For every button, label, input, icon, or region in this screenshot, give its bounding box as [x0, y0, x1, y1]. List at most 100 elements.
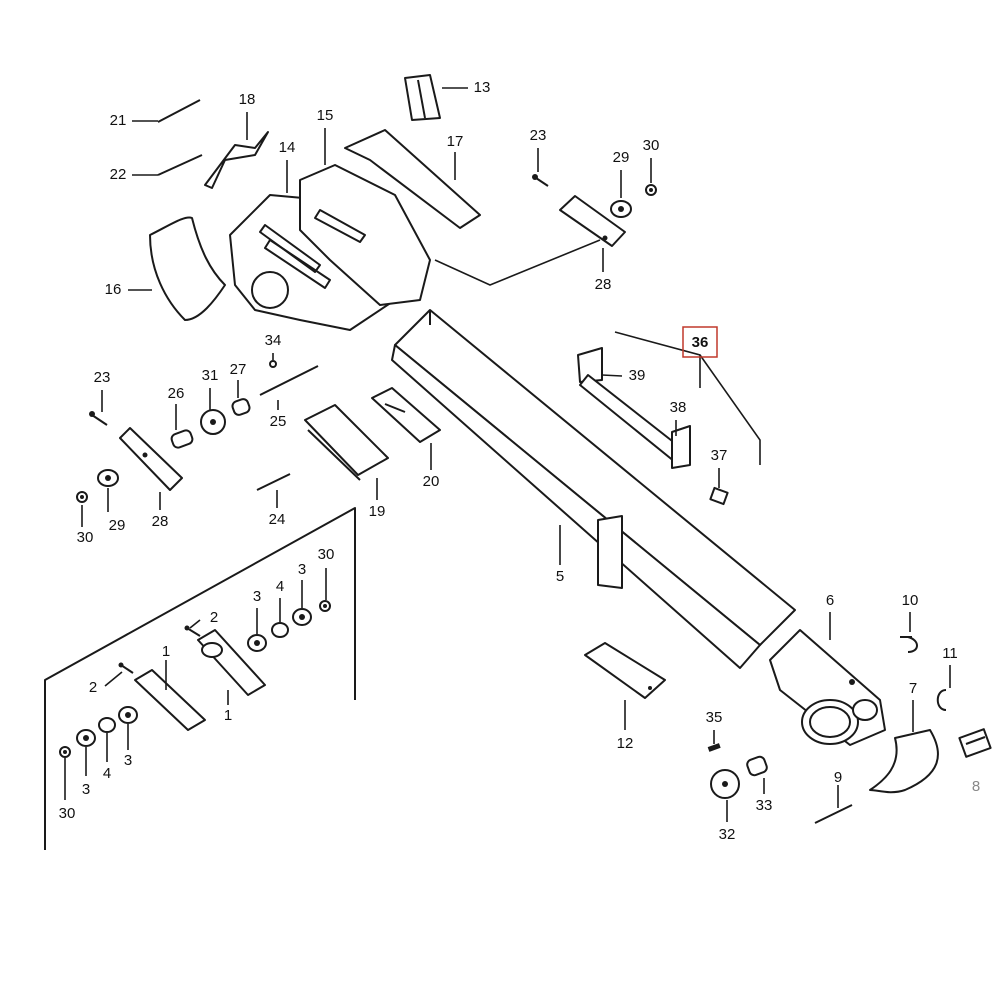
shaft-part-25	[259, 365, 319, 396]
label-28-left: 28	[152, 513, 169, 530]
label-37: 37	[711, 447, 728, 464]
inset-label-3-a: 3	[82, 781, 90, 798]
label-33: 33	[756, 797, 773, 814]
hook-part-10	[900, 636, 918, 653]
label-34: 34	[265, 332, 282, 349]
inset-arm-part-1a	[134, 669, 206, 731]
inset-bolt-part-2b	[184, 625, 201, 637]
slide-block-part-37	[709, 486, 729, 506]
inset-bearing-part-3f	[292, 608, 312, 626]
label-31: 31	[202, 367, 219, 384]
label-5: 5	[556, 568, 564, 585]
label-21: 21	[110, 112, 127, 129]
inset-label-3-d: 3	[298, 561, 306, 578]
label-26: 26	[168, 385, 185, 402]
inset-label-3-c: 3	[253, 588, 261, 605]
label-12: 12	[617, 735, 634, 752]
inset-arm-part-1b	[197, 629, 266, 696]
bolt-part-23-upper	[532, 174, 549, 187]
inset-bearing-part-3a	[76, 729, 96, 747]
cover-part-19	[304, 404, 389, 481]
label-15: 15	[317, 107, 334, 124]
inset-label-2-b: 2	[210, 609, 218, 626]
inset-nut-part-30a	[59, 746, 71, 758]
label-30-left: 30	[77, 529, 94, 546]
inset-label-30-a: 30	[59, 805, 76, 822]
label-7: 7	[909, 680, 917, 697]
label-8: 8	[972, 778, 980, 795]
plate-part-28-upper	[559, 195, 626, 247]
rod-part-9	[814, 804, 853, 824]
label-20: 20	[423, 473, 440, 490]
label-27: 27	[230, 361, 247, 378]
curved-shield-part-16	[149, 216, 226, 321]
label-25: 25	[270, 413, 287, 430]
label-38: 38	[670, 399, 687, 416]
label-18: 18	[239, 91, 256, 108]
label-17: 17	[447, 133, 464, 150]
inset-label-1-a: 1	[162, 643, 170, 660]
cover-part-12	[584, 642, 666, 699]
inset-label-30-b: 30	[318, 546, 335, 563]
inset-label-1-b: 1	[224, 707, 232, 724]
inset-bearing-part-3b	[118, 706, 138, 724]
main-tube-part-5	[391, 309, 796, 669]
sprocket-part-31	[200, 409, 226, 435]
plate-part-28-left	[119, 427, 183, 491]
label-36: 36	[692, 334, 709, 351]
guide-part-13	[404, 74, 441, 121]
cover-part-20	[371, 387, 441, 443]
nut-part-30-upper	[645, 184, 657, 196]
label-28-upper: 28	[595, 276, 612, 293]
label-35: 35	[706, 709, 723, 726]
pin-part-35	[707, 743, 721, 752]
label-24: 24	[269, 511, 286, 528]
label-39: 39	[629, 367, 646, 384]
label-22: 22	[110, 166, 127, 183]
bushing-part-33	[746, 755, 768, 777]
inset-label-2-a: 2	[89, 679, 97, 696]
side-panel-part-15	[299, 164, 431, 306]
bearing-part-29-left	[97, 469, 119, 487]
bracket-part-18	[204, 131, 269, 189]
head-housing-part-6	[769, 629, 886, 746]
shaft-part-24	[256, 473, 291, 491]
strip-part-22	[157, 154, 203, 176]
bearing-part-29-upper	[610, 200, 632, 218]
sprocket-part-32	[710, 769, 740, 799]
label-23-upper: 23	[530, 127, 547, 144]
label-11: 11	[942, 645, 958, 662]
inset-label-4-a: 4	[103, 765, 111, 782]
inset-label-4-b: 4	[276, 578, 284, 595]
label-32: 32	[719, 826, 736, 843]
label-30-upper: 30	[643, 137, 660, 154]
label-23-left: 23	[94, 369, 111, 386]
inset-bushing-part-4c	[271, 622, 289, 638]
bolt-part-23-left	[89, 411, 108, 426]
guard-part-7	[869, 729, 939, 794]
inset-bushing-part-4a	[98, 717, 116, 733]
bushing-part-26	[170, 429, 194, 449]
label-13: 13	[474, 79, 491, 96]
nut-part-30-left	[76, 491, 88, 503]
rail-part-17	[344, 129, 481, 229]
strip-part-21	[157, 99, 201, 123]
inset-nut-part-30c	[319, 600, 331, 612]
label-14: 14	[279, 139, 296, 156]
part-labels: 21 22 18 15 14 13 17 16 23 29 30 28 34 2…	[59, 79, 981, 843]
label-10: 10	[902, 592, 919, 609]
label-29-left: 29	[109, 517, 126, 534]
inset-label-3-b: 3	[124, 752, 132, 769]
inset-detail-box	[44, 507, 356, 850]
label-29-upper: 29	[613, 149, 630, 166]
pin-part-34	[269, 360, 277, 368]
plate-part-8	[958, 728, 992, 758]
slide-bracket-part-38	[577, 347, 691, 469]
label-9: 9	[834, 769, 842, 786]
bushing-part-27	[231, 398, 251, 416]
leader-lines	[64, 87, 951, 822]
inset-bolt-part-2a	[118, 662, 134, 674]
label-6: 6	[826, 592, 834, 609]
part-36-highlight-box	[682, 326, 718, 358]
